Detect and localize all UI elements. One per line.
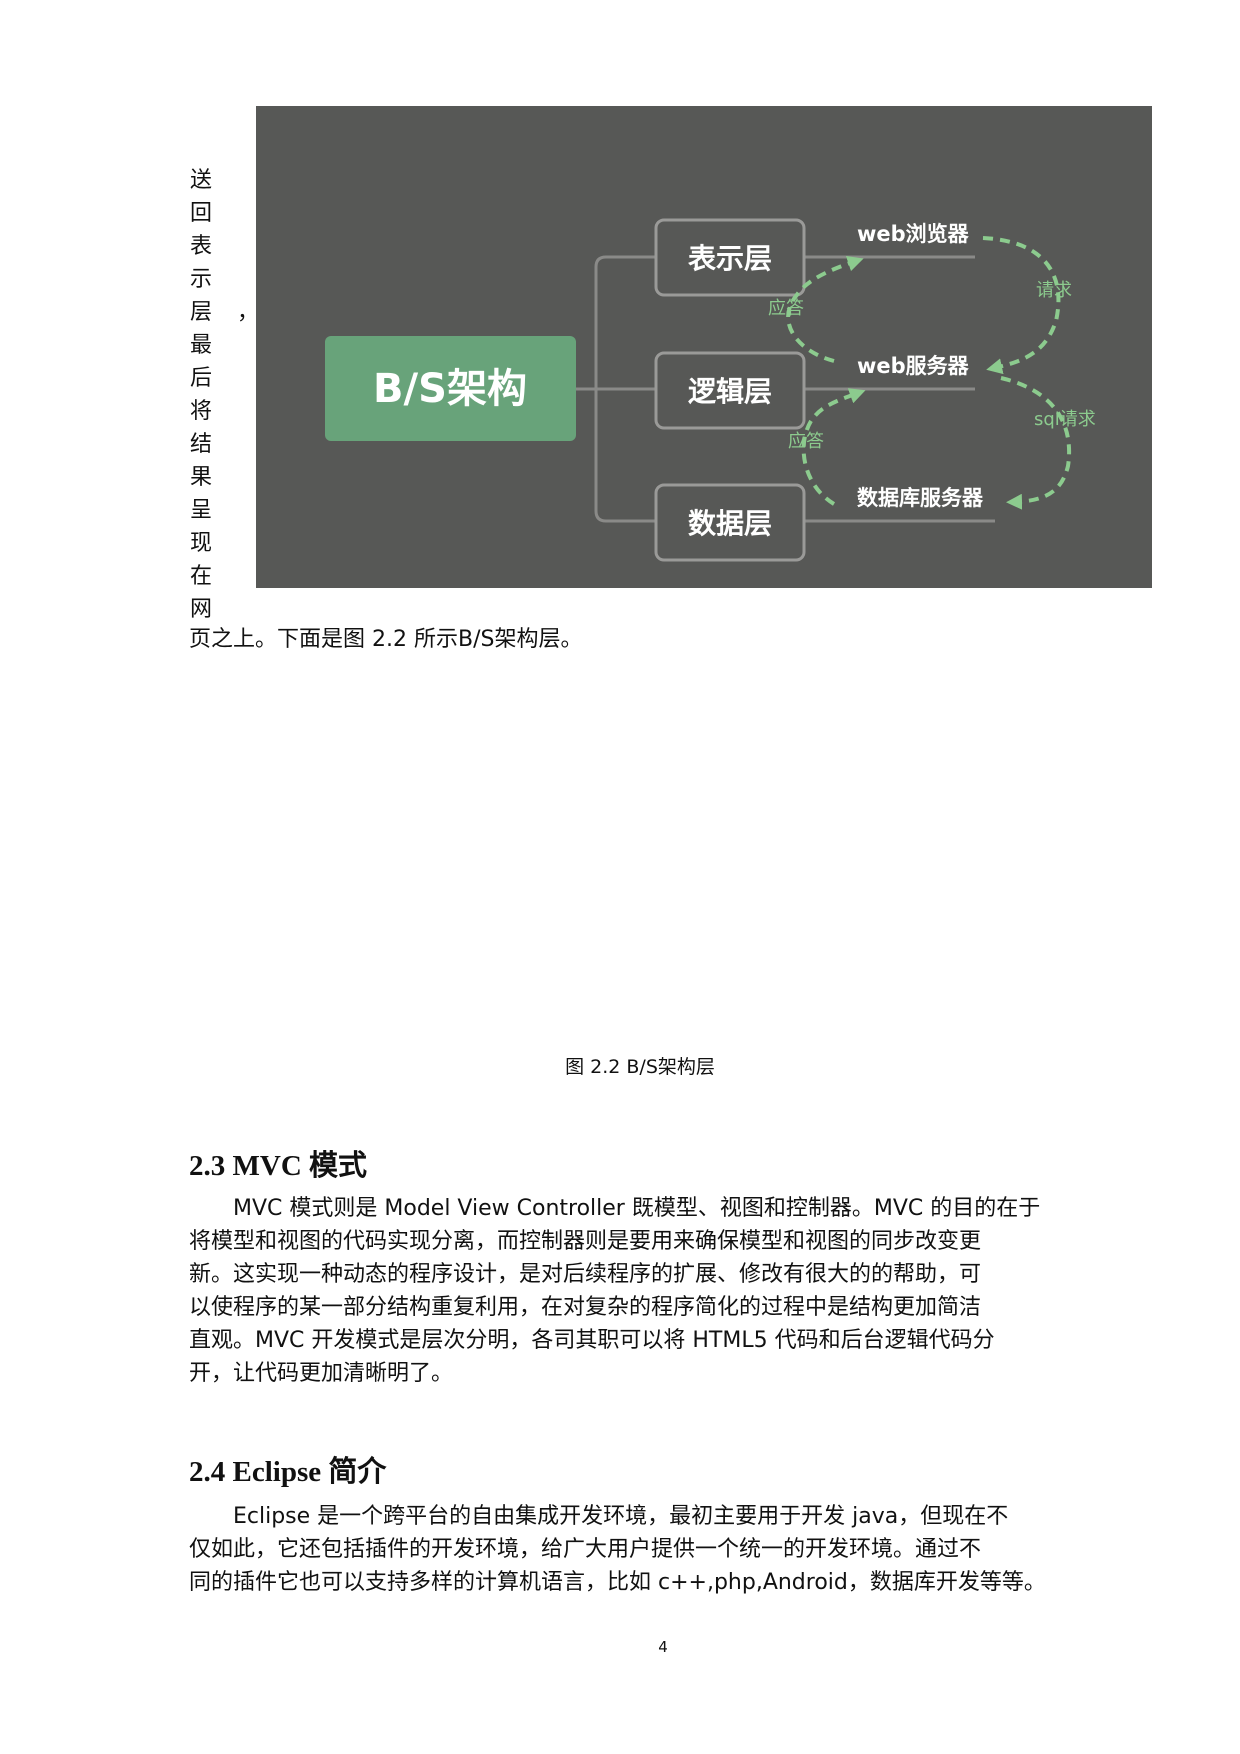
paragraph-line: 开，让代码更加清晰明了。 bbox=[189, 1361, 454, 1386]
paragraph-line: 以使程序的某一部分结构重复利用，在对复杂的程序简化的过程中是结构更加简洁 bbox=[189, 1295, 982, 1320]
layer-label: 表示层 bbox=[688, 242, 772, 275]
vertical-char: 将 bbox=[189, 399, 212, 424]
figure-caption: 图 2.2 B/S架构层 bbox=[565, 1056, 715, 1078]
request-arrow bbox=[982, 236, 1061, 375]
vertical-char: 最 bbox=[189, 333, 212, 358]
layer-label: 数据层 bbox=[688, 507, 772, 540]
paragraph-line: 新。这实现一种动态的程序设计，是对后续程序的扩展、修改有很大的的帮助，可 bbox=[189, 1262, 982, 1287]
layer-node-presentation bbox=[654, 218, 806, 297]
flow-arrows bbox=[786, 236, 1071, 510]
vertical-char: 回 bbox=[189, 201, 212, 226]
paragraph-line: 将模型和视图的代码实现分离，而控制器则是要用来确保模型和视图的同步改变更 bbox=[189, 1229, 982, 1254]
section-heading-eclipse: 2.4 Eclipse 简介 bbox=[189, 1456, 387, 1488]
root-node-label: B/S架构 bbox=[373, 366, 527, 412]
response-label: 应答 bbox=[768, 298, 804, 319]
vertical-char: 送 bbox=[189, 168, 212, 193]
vertical-char: 在 bbox=[189, 564, 212, 589]
request-label: sql请求 bbox=[1034, 409, 1096, 430]
vertical-char: 现 bbox=[189, 531, 212, 556]
vertical-char: 网 bbox=[189, 597, 212, 622]
paragraph-line: Eclipse 是一个跨平台的自由集成开发环境，最初主要用于开发 java，但现… bbox=[233, 1504, 1009, 1529]
root-node bbox=[325, 336, 576, 441]
paragraph-line: 仅如此，它还包括插件的开发环境，给广大用户提供一个统一的开发环境。通过不 bbox=[189, 1537, 982, 1562]
vertical-comma: ， bbox=[236, 300, 259, 325]
server-label: web服务器 bbox=[857, 354, 970, 378]
paragraph-line: MVC 模式则是 Model View Controller 既模型、视图和控制… bbox=[233, 1196, 1041, 1221]
vertical-char: 表 bbox=[189, 234, 212, 259]
vertical-char: 后 bbox=[189, 366, 212, 391]
page-number: 4 bbox=[658, 1638, 668, 1656]
sql-request-arrow bbox=[1000, 376, 1071, 510]
bs-architecture-diagram: B/S架构 表示层 逻辑层 数据层 web浏览器 web服务器 数据库服务器 请… bbox=[256, 106, 1152, 588]
paragraph-line: 直观。MVC 开发模式是层次分明，各司其职可以将 HTML5 代码和后台逻辑代码… bbox=[189, 1328, 995, 1353]
layer-label: 逻辑层 bbox=[688, 375, 772, 408]
vertical-char: 果 bbox=[189, 465, 212, 490]
section-heading-mvc: 2.3 MVC 模式 bbox=[189, 1150, 368, 1182]
vertical-char: 示 bbox=[189, 267, 212, 292]
layer-node-data bbox=[654, 483, 806, 562]
response-label: 应答 bbox=[788, 431, 824, 452]
connector-lines bbox=[576, 255, 995, 523]
vertical-char: 呈 bbox=[189, 498, 212, 523]
server-label: web浏览器 bbox=[857, 222, 970, 246]
response-arrow bbox=[786, 255, 864, 363]
vertical-char: 结 bbox=[189, 432, 212, 457]
server-label: 数据库服务器 bbox=[857, 486, 984, 510]
paragraph-line: 同的插件它也可以支持多样的计算机语言，比如 c++,php,Android，数据… bbox=[189, 1570, 1046, 1595]
intro-tail: 页之上。下面是图 2.2 所示B/S架构层。 bbox=[189, 627, 583, 652]
layer-node-logic bbox=[654, 351, 806, 430]
vertical-char: 层 bbox=[189, 300, 212, 325]
response-arrow bbox=[801, 388, 866, 506]
request-label: 请求 bbox=[1036, 280, 1072, 301]
